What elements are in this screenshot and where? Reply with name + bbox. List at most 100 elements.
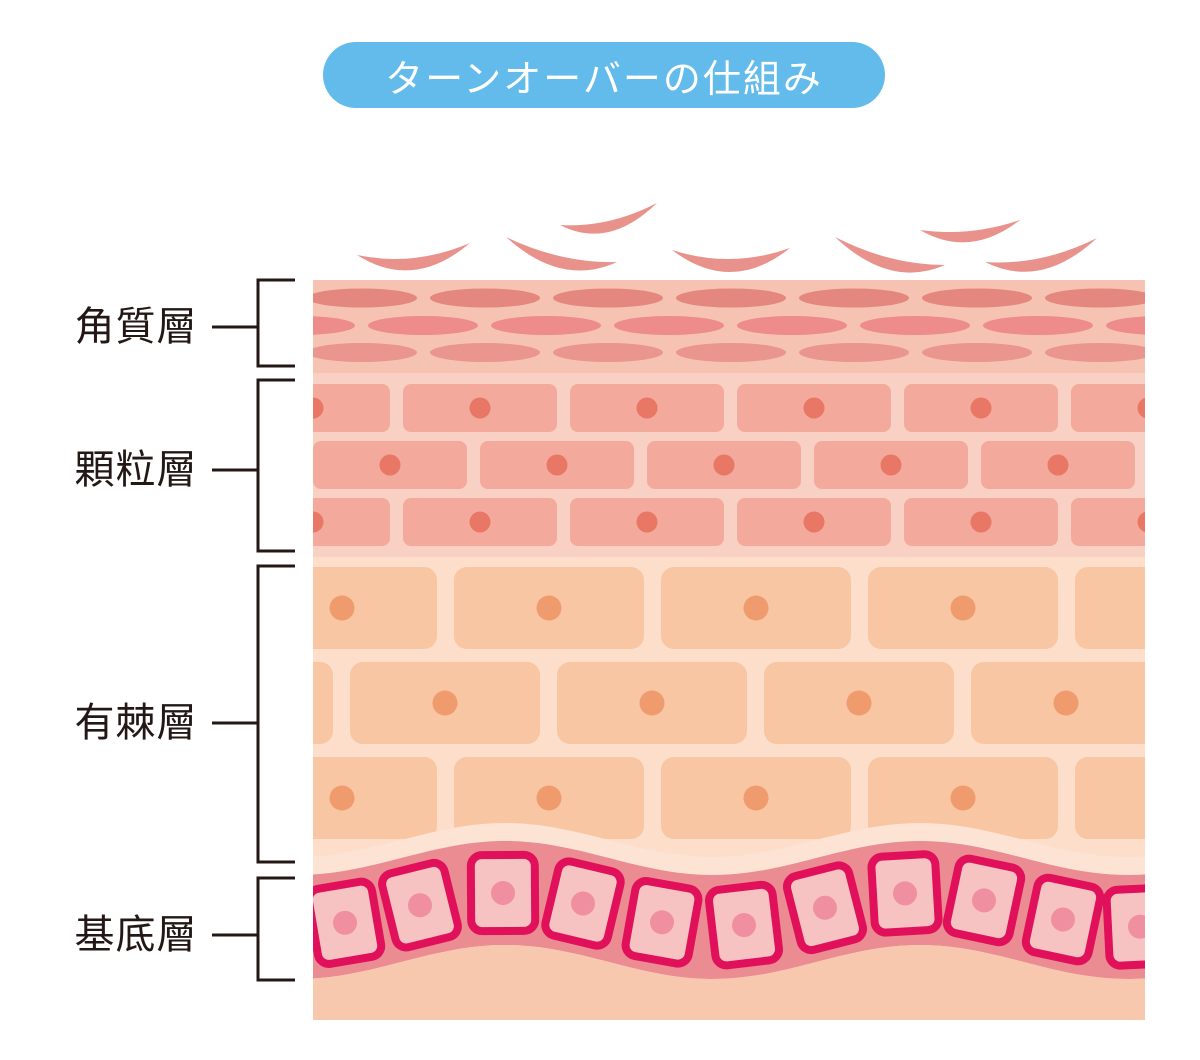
spinous-cell bbox=[313, 757, 437, 839]
spinous-cell-nucleus bbox=[226, 691, 251, 716]
granular-cell-nucleus bbox=[803, 511, 825, 533]
dermis-region bbox=[313, 945, 1145, 1020]
label-stratum-spinosum: 有棘層 bbox=[74, 700, 198, 746]
granular-cell bbox=[1071, 498, 1145, 546]
granular-cell-nucleus bbox=[636, 511, 658, 533]
stratum-corneum-layer bbox=[313, 280, 1145, 373]
spinous-cell-nucleus bbox=[329, 785, 355, 811]
granular-cell bbox=[1071, 384, 1145, 432]
granular-cell-nucleus bbox=[880, 454, 902, 476]
corneocyte bbox=[553, 343, 663, 362]
skin-cross-section bbox=[226, 280, 1183, 1020]
corneocyte bbox=[491, 316, 601, 335]
corneocyte bbox=[553, 288, 663, 308]
basal-cell-nucleus bbox=[972, 888, 996, 913]
spinous-cell-nucleus bbox=[1158, 596, 1183, 621]
spinous-cell bbox=[313, 662, 333, 744]
diagram-title: ターンオーバーの仕組み bbox=[385, 56, 823, 101]
basal-cell bbox=[942, 854, 1026, 947]
spinous-cell-nucleus bbox=[846, 690, 872, 716]
shedding-flake bbox=[920, 220, 1020, 243]
label-stratum-basale: 基底層 bbox=[74, 912, 198, 958]
basal-cell bbox=[378, 858, 462, 952]
corneocyte bbox=[676, 343, 786, 362]
corneocyte bbox=[368, 316, 478, 335]
granular-cell bbox=[313, 498, 390, 546]
basal-cell-nucleus bbox=[650, 910, 674, 935]
spinous-cell bbox=[1075, 757, 1145, 839]
stratum-spinosum-layer bbox=[226, 557, 1183, 887]
granular-cell-nucleus bbox=[313, 511, 324, 533]
spinous-cell bbox=[313, 567, 437, 649]
bracket-stratum-granulosum bbox=[256, 378, 295, 553]
spinous-cell-nucleus bbox=[536, 785, 562, 811]
spinous-cell-nucleus bbox=[329, 595, 355, 621]
spinous-cell-nucleus bbox=[536, 595, 562, 621]
corneocyte bbox=[799, 343, 909, 362]
granular-cell-nucleus bbox=[546, 454, 568, 476]
basal-cell bbox=[541, 857, 625, 950]
bracket-stratum-spinosum bbox=[256, 564, 295, 864]
basal-cell-nucleus bbox=[732, 913, 756, 938]
corneocyte bbox=[313, 288, 417, 308]
shedding-flake bbox=[560, 203, 657, 234]
corneocyte bbox=[1106, 316, 1145, 335]
basal-cell bbox=[1102, 883, 1145, 970]
spinous-cell-nucleus bbox=[432, 690, 458, 716]
corneocyte bbox=[860, 316, 970, 335]
granular-cell-nucleus bbox=[713, 454, 735, 476]
basal-cell-nucleus bbox=[408, 893, 432, 918]
title-pill: ターンオーバーの仕組み bbox=[323, 42, 885, 108]
basal-cell bbox=[704, 880, 784, 970]
corneocyte bbox=[430, 288, 540, 308]
corneocyte bbox=[313, 343, 417, 362]
basal-cell-nucleus bbox=[1128, 914, 1145, 939]
granular-cell-nucleus bbox=[1137, 511, 1145, 533]
corneocyte bbox=[430, 343, 540, 362]
shedding-flake bbox=[357, 243, 470, 271]
granular-cell-nucleus bbox=[636, 397, 658, 419]
stratum-basale-layer bbox=[313, 823, 1145, 1020]
basal-cell-nucleus bbox=[333, 910, 357, 935]
shedding-flake bbox=[506, 237, 617, 271]
granular-cell-nucleus bbox=[469, 397, 491, 419]
basal-cell-nucleus bbox=[1051, 907, 1075, 932]
layer-brackets bbox=[212, 278, 295, 982]
granular-cell-nucleus bbox=[970, 511, 992, 533]
granular-cell-nucleus bbox=[1047, 454, 1069, 476]
shedding-flake bbox=[835, 237, 945, 273]
corneocyte bbox=[614, 316, 724, 335]
basal-cell-nucleus bbox=[813, 895, 837, 920]
basal-cell bbox=[621, 877, 703, 968]
spinous-cell bbox=[1075, 567, 1145, 649]
basal-cell-nucleus bbox=[571, 891, 595, 916]
shedding-flake bbox=[672, 248, 790, 273]
corneocyte bbox=[983, 316, 1093, 335]
corneocyte bbox=[1045, 343, 1145, 362]
basal-cell-nucleus bbox=[491, 881, 515, 905]
spinous-cell-nucleus bbox=[639, 690, 665, 716]
granular-cell-nucleus bbox=[803, 397, 825, 419]
corneocyte bbox=[1045, 288, 1145, 308]
shedding-flakes bbox=[357, 203, 1097, 273]
corneocyte bbox=[737, 316, 847, 335]
granular-cell-nucleus bbox=[379, 454, 401, 476]
granular-cell-nucleus bbox=[313, 397, 324, 419]
spinous-cell-nucleus bbox=[950, 785, 976, 811]
spinous-cell-nucleus bbox=[743, 785, 769, 811]
basal-cell bbox=[1021, 873, 1105, 966]
label-stratum-granulosum: 顆粒層 bbox=[74, 447, 198, 493]
spinous-cell-nucleus bbox=[1158, 786, 1183, 811]
corneocyte bbox=[799, 288, 909, 308]
granular-cell-nucleus bbox=[970, 397, 992, 419]
basal-cell bbox=[782, 861, 868, 955]
corneocyte bbox=[922, 343, 1032, 362]
bracket-stratum-corneum bbox=[256, 278, 295, 368]
stratum-granulosum-layer bbox=[313, 373, 1145, 558]
bracket-stratum-basale bbox=[256, 876, 295, 982]
corneocyte bbox=[313, 316, 355, 335]
basal-cell-nucleus bbox=[893, 881, 917, 906]
basal-cell bbox=[466, 850, 540, 936]
corneocyte bbox=[676, 288, 786, 308]
